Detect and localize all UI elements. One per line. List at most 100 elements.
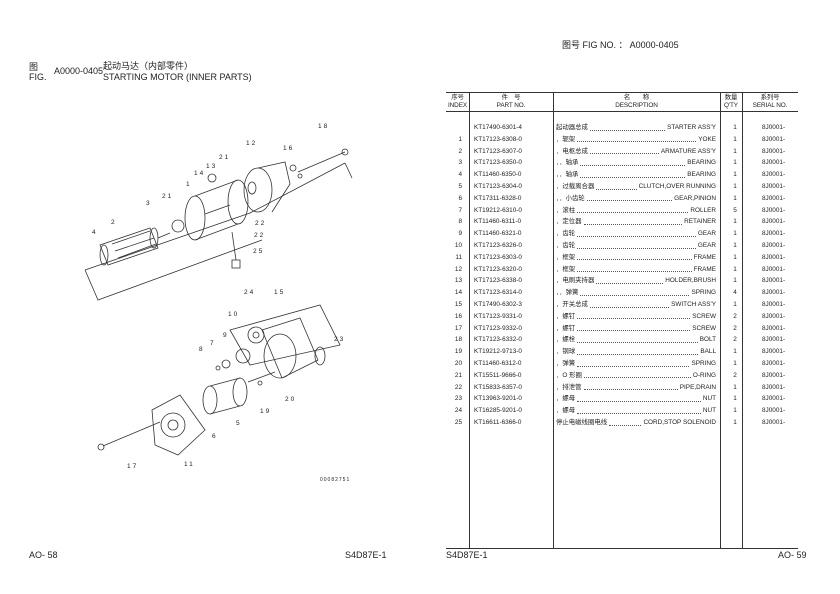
row-qty: 1 xyxy=(733,253,737,261)
callout-21: 21 xyxy=(219,154,231,161)
row-part-no: KT17123-6338-0 xyxy=(474,277,522,285)
row-description-zh: ．弹簧 xyxy=(556,360,576,367)
row-part-no: KT17123-6304-0 xyxy=(474,183,522,190)
row-part-no: KT11460-6312-0 xyxy=(474,360,522,367)
callout-6: 6 xyxy=(212,433,218,440)
row-serial-no: 8J0001- xyxy=(762,124,786,131)
row-index: 4 xyxy=(458,171,462,179)
row-index: 24 xyxy=(454,407,462,415)
row-serial-no: 8J0001- xyxy=(762,383,786,391)
row-part-no: KT17123-9331-0 xyxy=(474,312,522,320)
leader-dots xyxy=(577,341,698,343)
leader-dots xyxy=(583,389,678,391)
row-description-zh: ．螺母 xyxy=(556,407,576,415)
row-qty: 1 xyxy=(733,407,737,415)
fig-header: 图号 FIG NO. ： A0000-0405 xyxy=(562,38,679,51)
row-serial-no: 8J0001- xyxy=(762,159,786,167)
row-index: 21 xyxy=(454,371,462,379)
row-part-no: KT17123-6326-0 xyxy=(474,242,522,249)
row-description-zh: ．框架 xyxy=(556,253,576,261)
row-part-no: KT11460-6350-0 xyxy=(474,171,522,179)
leader-dots xyxy=(577,247,696,249)
row-part-no: KT19212-6310-0 xyxy=(474,206,522,214)
leader-dots xyxy=(577,330,691,332)
row-description-en: SCREW xyxy=(692,312,716,320)
row-serial-no: 8J0001- xyxy=(762,407,786,415)
row-description-en: NUT xyxy=(702,395,716,403)
row-index: 10 xyxy=(454,242,462,249)
row-description-zh: 起动器总成 xyxy=(556,124,588,131)
callout-11: 11 xyxy=(184,461,195,468)
row-description-en: BEARING xyxy=(687,171,716,179)
row-qty: 1 xyxy=(733,419,737,426)
callout-1: 1 xyxy=(186,181,192,188)
row-qty: 4 xyxy=(733,289,737,297)
row-qty: 2 xyxy=(733,312,737,320)
callout-22b: 22 xyxy=(254,232,266,239)
frame-11-drawing xyxy=(151,394,206,456)
row-part-no: KT17123-6332-0 xyxy=(474,336,522,344)
row-serial-no: 8J0001- xyxy=(762,265,786,273)
row-description-zh: ．齿轮 xyxy=(556,242,576,249)
leader-dots xyxy=(580,164,686,166)
row-description-en: ROLLER xyxy=(690,206,716,214)
row-qty: 1 xyxy=(733,147,737,155)
callout-5: 5 xyxy=(236,420,242,427)
row-description-en: GEAR xyxy=(697,230,716,238)
bolt-17-drawing xyxy=(102,421,161,447)
assembly-guide-line xyxy=(84,162,353,301)
row-qty: 1 xyxy=(733,395,737,403)
callout-21b: 21 xyxy=(162,193,174,200)
row-index: 19 xyxy=(454,348,462,356)
row-part-no: KT17123-6314-0 xyxy=(474,289,522,297)
callout-7: 7 xyxy=(210,340,216,347)
row-serial-no: 8J0001- xyxy=(762,360,786,367)
brush-holder-drawing xyxy=(243,161,291,213)
row-qty: 2 xyxy=(733,336,737,344)
leader-dots xyxy=(596,282,664,284)
row-qty: 1 xyxy=(733,159,737,167)
row-index: 7 xyxy=(458,206,462,214)
row-part-no: KT16611-6366-0 xyxy=(474,419,522,426)
row-description-zh: ．．轴承 xyxy=(556,171,579,179)
row-description-zh: ．螺钉 xyxy=(556,324,576,332)
row-serial-no: 8J0001- xyxy=(762,395,786,403)
row-qty: 1 xyxy=(733,301,737,308)
row-description-en: BOLT xyxy=(699,336,716,344)
row-part-no: KT15511-9666-0 xyxy=(474,371,522,379)
row-serial-no: 8J0001- xyxy=(762,312,786,320)
row-description-zh: ．螺栓 xyxy=(556,336,576,344)
footer-right-page-number: AO- 59 xyxy=(778,550,807,560)
row-description-en: PIPE,DRAIN xyxy=(679,383,716,391)
leader-dots xyxy=(596,188,637,190)
row-description-en: O-RING xyxy=(692,371,716,379)
row-description-en: NUT xyxy=(702,407,716,415)
callout-24: 24 xyxy=(244,289,256,296)
row-qty: 1 xyxy=(733,230,737,238)
row-description-zh: ．钢球 xyxy=(556,348,576,356)
row-description-zh: ．电枢总成 xyxy=(556,147,588,155)
row-qty: 1 xyxy=(733,135,737,143)
leader-dots xyxy=(577,365,690,367)
row-index: 23 xyxy=(454,395,462,403)
gear-9-drawing xyxy=(235,348,251,364)
row-description-en: SPRING xyxy=(691,360,716,367)
row-qty: 1 xyxy=(733,383,737,391)
row-index: 12 xyxy=(454,265,462,273)
leader-dots xyxy=(577,318,691,320)
row-serial-no: 8J0001- xyxy=(762,206,786,214)
leader-dots xyxy=(577,400,701,402)
callout-14: 14 xyxy=(194,170,206,177)
